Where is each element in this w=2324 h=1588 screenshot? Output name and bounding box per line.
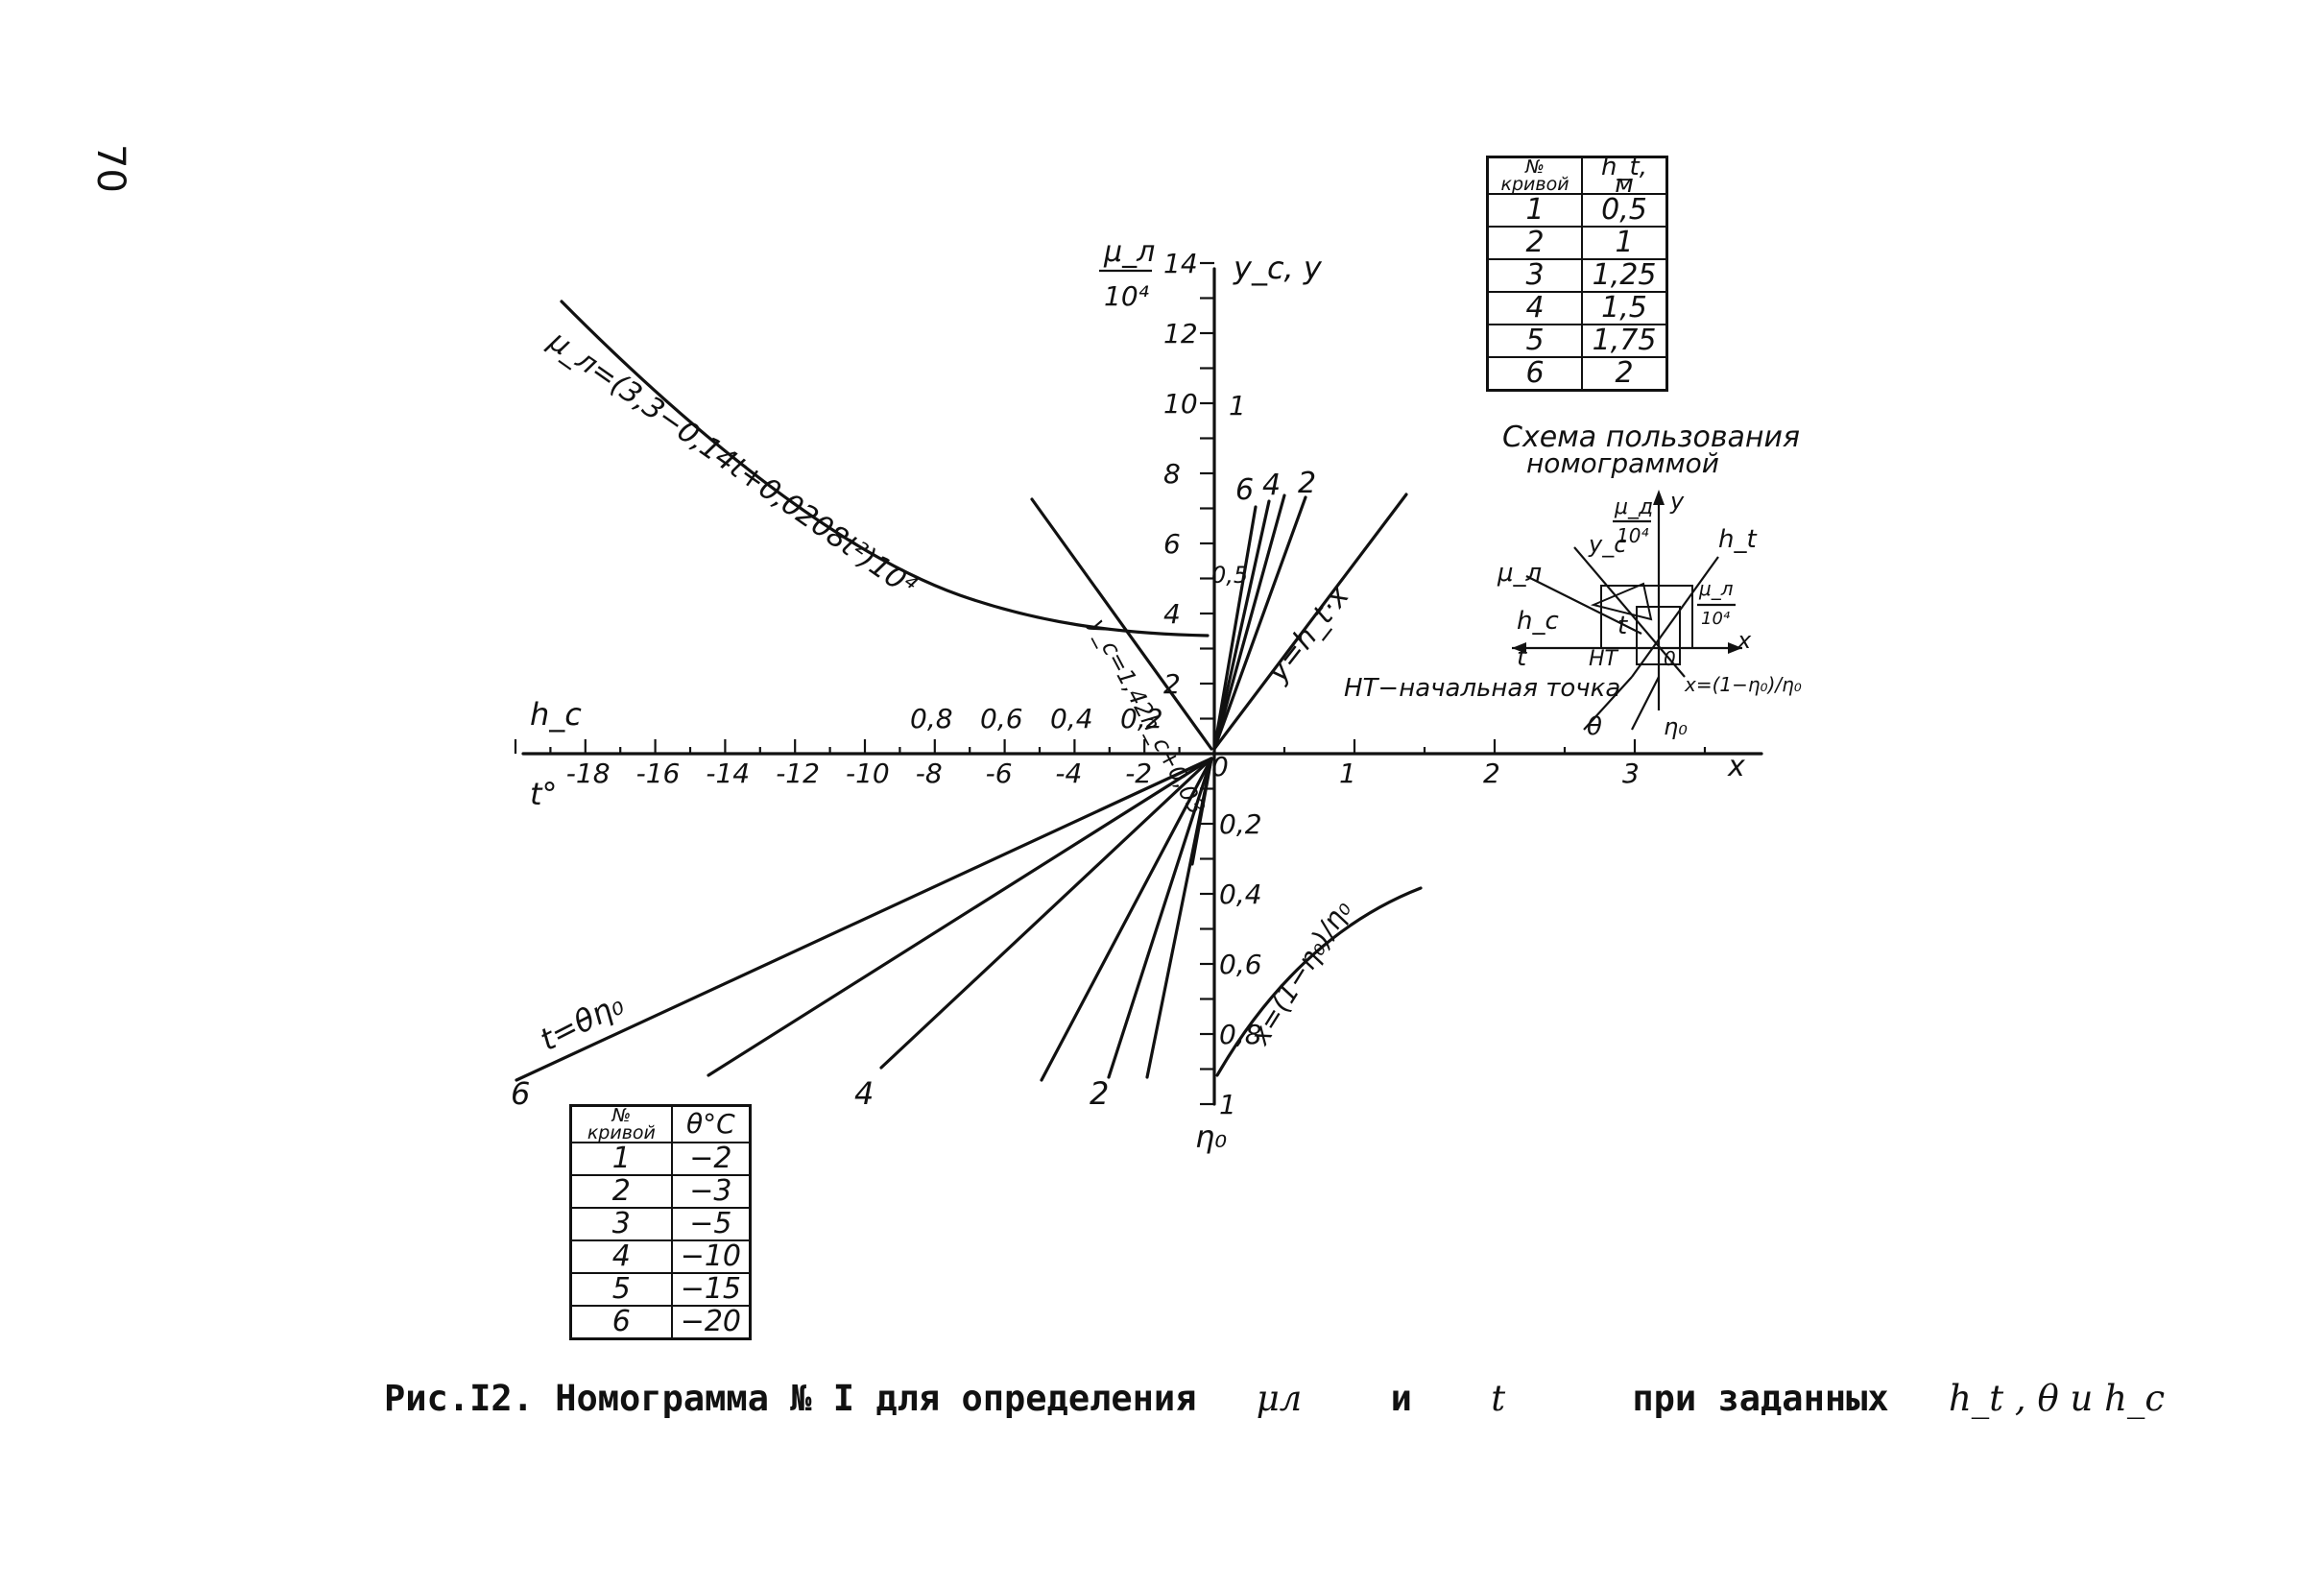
mu-scale-label: 12: [1163, 318, 1198, 349]
caption-params: h_t , θ и h_c: [1948, 1378, 2166, 1419]
mu-scale-label: 14: [1163, 248, 1198, 279]
caption-given: при заданных: [1632, 1378, 1889, 1419]
svg-text:t: t: [1617, 612, 1628, 640]
eta-name: η₀: [1195, 1119, 1227, 1155]
t-scale-name: t°: [530, 776, 558, 812]
ht-lines: [1212, 493, 1408, 751]
y-formula: y=h_t·x: [1260, 580, 1356, 689]
svg-text:μ_л: μ_л: [1698, 577, 1734, 600]
x-eta-curve: [1215, 886, 1423, 1077]
mu-scale-label: 4: [1163, 598, 1181, 630]
eta-scale-label: 0,2: [1219, 808, 1262, 840]
svg-text:y: y: [1669, 488, 1685, 515]
mu-scale-label: 2: [1163, 668, 1181, 700]
svg-text:μ_л: μ_л: [1497, 559, 1542, 588]
svg-text:θ: θ: [1587, 712, 1602, 741]
origin-label: 0: [1211, 751, 1229, 782]
ht-table-col1: № кривой: [1486, 156, 1584, 195]
scheme-title-1: Схема пользования: [1502, 421, 1800, 454]
curve-label-lower-6: 6: [511, 1075, 530, 1112]
y-tick-05: 0,5: [1211, 562, 1248, 589]
t-scale-label: -14: [706, 758, 750, 789]
hc-scale-label: 0,6: [980, 703, 1023, 734]
svg-text:x=(1−η₀)/η₀: x=(1−η₀)/η₀: [1684, 673, 1802, 696]
svg-text:t: t: [1517, 643, 1527, 672]
mu-formula: μ_л=(3,3−0,14t+0,0208t²)10⁴: [542, 324, 922, 604]
t-scale-label: -10: [846, 758, 890, 789]
curve-label-upper-4: 4: [1262, 469, 1281, 502]
caption-t: t: [1491, 1378, 1506, 1419]
theta-table-col2: θ°C: [670, 1104, 752, 1143]
eta-scale-labels: 0,2 0,4 0,6 0,8 1: [1219, 808, 1262, 1120]
theta-table: № кривой θ°C 1−2 2−3 3−5 4−10 5−15 6−20: [569, 1104, 752, 1340]
yc-line: [1030, 497, 1213, 751]
caption-and: и: [1390, 1378, 1412, 1419]
mu-label-den: 10⁴: [1104, 280, 1149, 312]
svg-text:10⁴: 10⁴: [1701, 609, 1731, 629]
eta-scale-label: 1: [1219, 1089, 1236, 1120]
curve-label-upper-6: 6: [1235, 473, 1254, 507]
curve-label-lower-4: 4: [854, 1075, 874, 1112]
eta-scale-label: 0,4: [1219, 878, 1262, 910]
x-tick-1: 1: [1339, 758, 1356, 789]
svg-text:y_c: y_c: [1588, 531, 1626, 558]
curve-label-upper-2: 2: [1298, 467, 1316, 500]
svg-text:h_t: h_t: [1718, 525, 1757, 554]
eta-scale-label: 0,8: [1219, 1019, 1262, 1050]
caption-mu: μл: [1256, 1378, 1303, 1419]
mu-scale-labels: 14 12 10 8 6 4 2: [1163, 248, 1198, 700]
mu-scale-label: 10: [1163, 388, 1198, 420]
ht-table-col2: h_t, м: [1581, 155, 1668, 197]
t-scale-label: -6: [986, 758, 1013, 789]
x-tick-3: 3: [1622, 758, 1640, 789]
t-scale-label: -2: [1125, 758, 1152, 789]
t-scale-label: -12: [776, 758, 820, 789]
hc-scale-label: 0,4: [1050, 703, 1093, 734]
t-scale-labels: -18 -16 -14 -12 -10 -8 -6 -4 -2: [566, 758, 1152, 789]
mu-scale-label: 8: [1163, 458, 1181, 490]
t-scale-label: -4: [1055, 758, 1082, 789]
svg-text:10⁴: 10⁴: [1617, 524, 1648, 547]
t-scale-label: -16: [636, 758, 681, 789]
svg-text:HT: HT: [1589, 647, 1619, 671]
curve-label-lower-2: 2: [1090, 1075, 1109, 1112]
svg-text:x: x: [1737, 627, 1752, 654]
mu-scale-label: 6: [1163, 528, 1181, 560]
t-scale-label: -18: [566, 758, 611, 789]
mu-curve: [560, 300, 1210, 638]
figure-caption: Рис.I2. Номограмма № I для определения μ…: [384, 1378, 2165, 1419]
scheme-title-2: номограммой: [1526, 447, 1719, 479]
eta-scale-label: 0,6: [1219, 949, 1262, 980]
svg-text:0: 0: [1664, 647, 1676, 670]
axis-ticks: [514, 261, 1707, 1106]
y-tick-1: 1: [1229, 390, 1246, 421]
svg-text:h_c: h_c: [1517, 607, 1559, 636]
usage-scheme: Схема пользования номограммой μ_д 10⁴ y …: [1344, 421, 1802, 741]
svg-text:μ_д: μ_д: [1614, 495, 1653, 519]
svg-text:η₀: η₀: [1664, 713, 1688, 740]
y-axis-name: y_c, y: [1233, 250, 1323, 286]
caption-prefix: Рис.I2. Номограмма № I для определения: [384, 1378, 1197, 1419]
x-axis-name: x: [1727, 750, 1745, 783]
t-formula: t=θη₀: [534, 985, 629, 1058]
hc-scale-labels: 0,8 0,6 0,4 0,2: [910, 703, 1163, 734]
theta-lines: [515, 757, 1213, 1082]
hc-scale-label: 0,2: [1120, 703, 1163, 734]
theta-table-col1: № кривой: [569, 1104, 673, 1143]
scheme-note: HT−начальная точка: [1344, 674, 1620, 703]
hc-scale-label: 0,8: [910, 703, 953, 734]
mu-label-num: μ_л: [1103, 235, 1155, 269]
x-tick-2: 2: [1483, 758, 1500, 789]
hc-scale-name: h_c: [530, 696, 582, 733]
t-scale-label: -8: [916, 758, 943, 789]
